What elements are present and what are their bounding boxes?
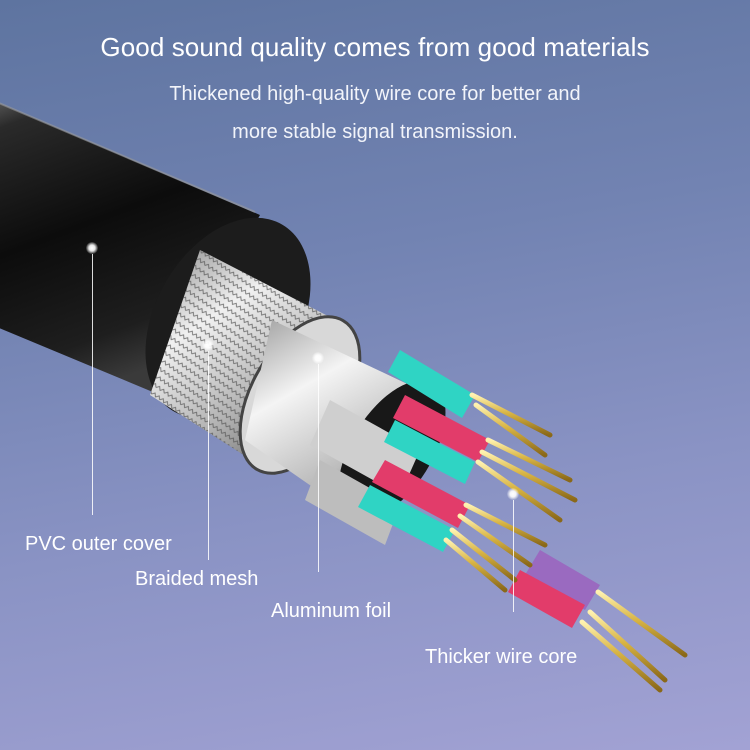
callout-label-core: Thicker wire core <box>425 646 578 668</box>
wire-cores <box>305 350 688 693</box>
callout-leader-line <box>318 364 319 572</box>
callout-dot-icon <box>202 339 214 351</box>
callout-leader-line <box>513 500 514 612</box>
callout-label-mesh: Braided mesh <box>135 568 259 590</box>
callout-leader-line <box>92 254 93 515</box>
callout-dot-icon <box>312 352 324 364</box>
subtitle-line-1: Thickened high-quality wire core for bet… <box>169 83 581 105</box>
subtitle-line-2: more stable signal transmission. <box>232 121 518 143</box>
callout-leader-line <box>208 351 209 560</box>
callout-label-foil: Aluminum foil <box>271 600 392 622</box>
callout-dot-icon <box>507 488 519 500</box>
callout-dot-icon <box>86 242 98 254</box>
headline: Good sound quality comes from good mater… <box>100 32 650 62</box>
callout-label-pvc: PVC outer cover <box>25 533 172 555</box>
